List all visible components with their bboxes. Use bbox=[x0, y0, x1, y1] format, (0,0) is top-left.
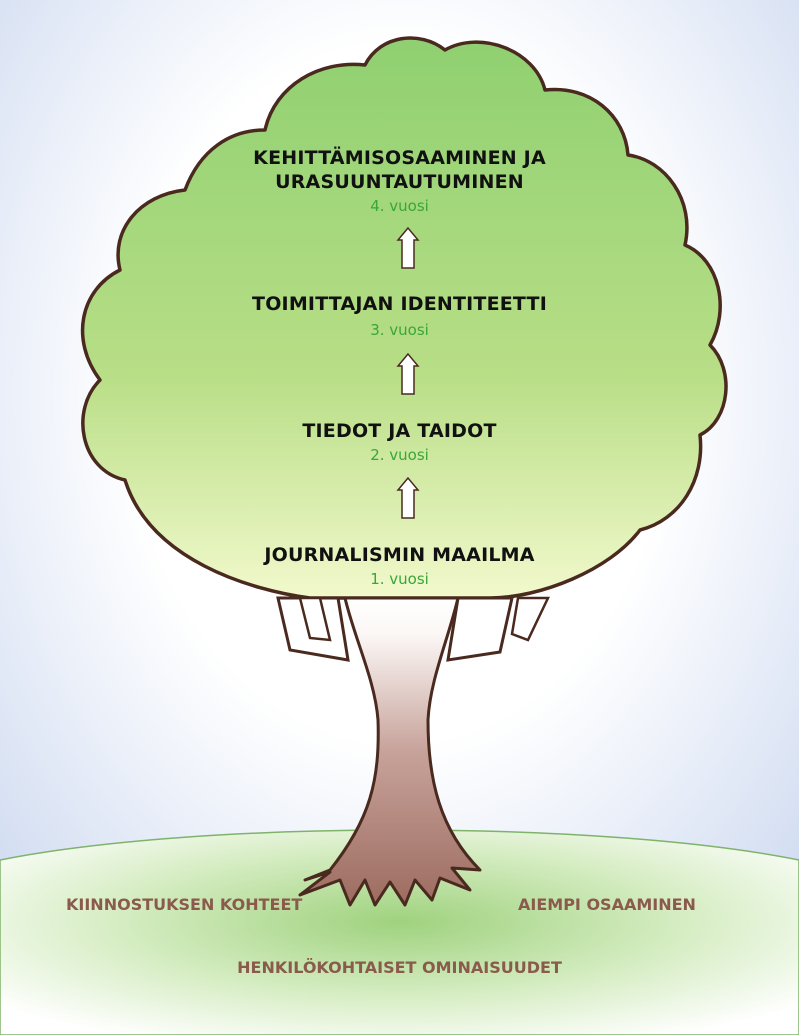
branch-left-inner bbox=[298, 596, 332, 642]
ground-label-bottom: HENKILÖKOHTAISET OMINAISUUDET bbox=[237, 958, 562, 977]
stage-3-year: 3. vuosi bbox=[370, 321, 429, 339]
branch-right bbox=[446, 596, 514, 662]
tree-trunk bbox=[298, 596, 482, 907]
stage-2-year: 2. vuosi bbox=[370, 446, 429, 464]
branch-right-inner bbox=[510, 596, 550, 642]
stage-1-year: 1. vuosi bbox=[370, 570, 429, 588]
stage-3-title: TOIMITTAJAN IDENTITEETTI bbox=[252, 293, 547, 315]
stage-1-title: JOURNALISMIN MAAILMA bbox=[264, 544, 535, 566]
tree-crown bbox=[80, 36, 728, 600]
arrow-up-icon bbox=[396, 352, 420, 395]
ground-label-left: KIINNOSTUKSEN KOHTEET bbox=[66, 895, 303, 914]
stage-2-title: TIEDOT JA TAIDOT bbox=[302, 420, 497, 442]
ground-label-right: AIEMPI OSAAMINEN bbox=[518, 895, 696, 914]
stage-4-year: 4. vuosi bbox=[370, 197, 429, 215]
arrow-up-icon bbox=[396, 226, 420, 269]
arrow-up-icon bbox=[396, 476, 420, 519]
